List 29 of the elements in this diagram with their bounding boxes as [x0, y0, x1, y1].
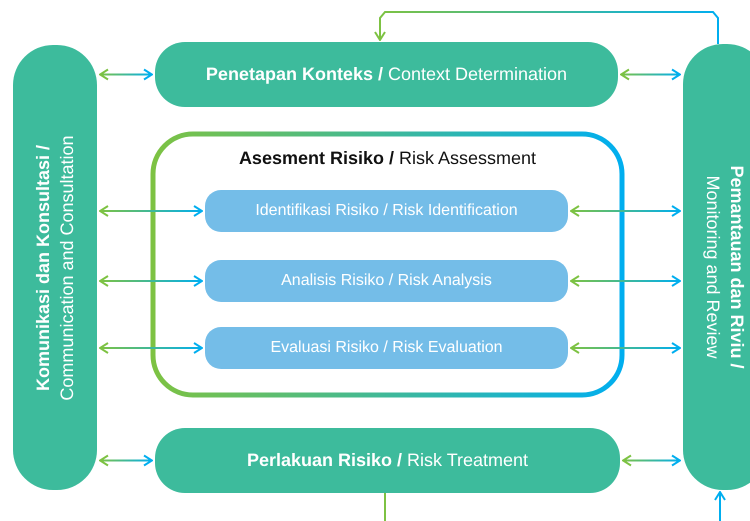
step-label: Identifikasi Risiko / Risk Identification [255, 202, 518, 220]
column-heading: Komunikasi dan Konsultasi / [32, 144, 54, 391]
arrow [620, 68, 681, 80]
box-label: Penetapan Konteks / Context Determination [206, 64, 568, 85]
arrow [622, 454, 681, 466]
process-box [155, 42, 618, 107]
step-box [205, 260, 568, 302]
box-label: Perlakuan Risiko / Risk Treatment [246, 450, 528, 471]
arrow [99, 342, 203, 354]
arrow [99, 205, 203, 217]
step-label: Analisis Risiko / Risk Analysis [281, 272, 492, 290]
arrow [374, 11, 719, 44]
process-column [683, 44, 750, 490]
column-heading: Pemantauan dan Riviu / [726, 165, 748, 369]
column-label: Monitoring and Review [702, 175, 724, 359]
arrow [570, 342, 681, 354]
arrow [570, 205, 681, 217]
arrow [99, 275, 203, 287]
arrow [99, 454, 153, 466]
assessment-frame [150, 131, 625, 398]
step-box [205, 190, 568, 232]
column-label: Communication and Consultation [56, 134, 78, 400]
step-box [205, 327, 568, 369]
process-box [155, 428, 620, 493]
arrow [384, 491, 726, 521]
frame-heading: Asesment Risiko / Risk Assessment [238, 148, 538, 169]
arrow [570, 275, 681, 287]
step-label: Evaluasi Risiko / Risk Evaluation [270, 339, 503, 357]
arrow [99, 68, 153, 80]
